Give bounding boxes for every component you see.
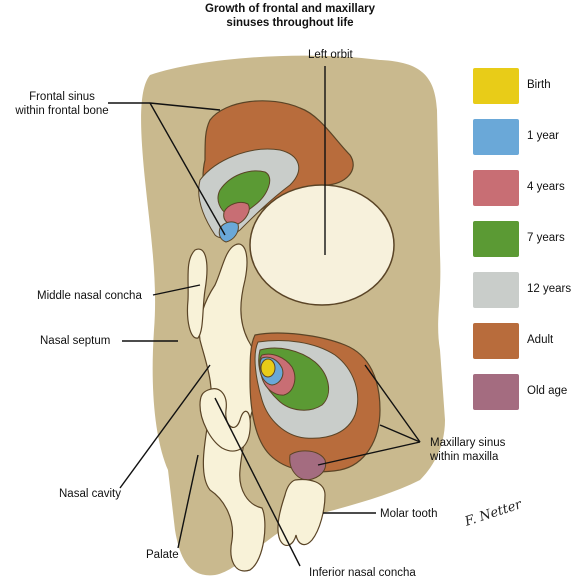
- nasal-cavity-shape: [198, 243, 266, 572]
- legend-label-birth: Birth: [527, 79, 551, 91]
- legend-label-old-age: Old age: [527, 385, 568, 397]
- leader-inferior-concha: [214, 397, 301, 567]
- label-nasal-cavity: Nasal cavity: [59, 488, 121, 500]
- legend-label-12-years: 12 years: [527, 283, 572, 295]
- label-left-orbit: Left orbit: [308, 49, 353, 61]
- legend-label-adult: Adult: [527, 334, 554, 346]
- left-orbit-shape: [249, 184, 395, 306]
- leader-maxillary-1: [364, 364, 421, 443]
- label-middle-nasal-concha: Middle nasal concha: [37, 290, 142, 302]
- title-line-1: Growth of frontal and maxillary: [205, 3, 375, 15]
- maxillary-sinus-old-age: [289, 450, 327, 481]
- label-frontal-sinus: Frontal sinus within frontal bone: [14, 90, 110, 118]
- legend-swatch-4-years: [473, 170, 519, 206]
- label-nasal-septum: Nasal septum: [40, 335, 111, 347]
- legend-label-1-year: 1 year: [527, 130, 559, 142]
- label-palate: Palate: [146, 549, 179, 561]
- label-maxillary-sinus-line-1: Maxillary sinus: [430, 437, 506, 449]
- molar-tooth-shape: [277, 478, 326, 547]
- title-line-2: sinuses throughout life: [226, 17, 354, 29]
- middle-concha-shape: [186, 248, 208, 339]
- label-molar-tooth: Molar tooth: [380, 508, 438, 520]
- frontal-sinus-1y: [218, 221, 239, 243]
- legend-swatch-7-years: [473, 221, 519, 257]
- leader-frontal-sinus-3: [149, 102, 221, 111]
- label-maxillary-sinus: Maxillary sinus within maxilla: [430, 436, 505, 464]
- leader-nasal-cavity: [119, 364, 211, 489]
- label-frontal-sinus-line-1: Frontal sinus: [29, 91, 95, 103]
- legend-swatch-birth: [473, 68, 519, 104]
- legend-swatch-12-years: [473, 272, 519, 308]
- label-frontal-sinus-line-2: within frontal bone: [15, 105, 109, 117]
- legend-label-7-years: 7 years: [527, 232, 565, 244]
- legend-swatch-1-year: [473, 119, 519, 155]
- leader-maxillary-3: [317, 441, 421, 466]
- legend-swatch-adult: [473, 323, 519, 359]
- leader-maxillary-2: [379, 424, 421, 443]
- leader-palate: [177, 454, 199, 549]
- diagram-title: Growth of frontal and maxillary sinuses …: [150, 2, 430, 30]
- legend-label-4-years: 4 years: [527, 181, 565, 193]
- leader-middle-concha: [152, 284, 201, 296]
- maxillary-sinus-birth: [260, 358, 276, 378]
- label-maxillary-sinus-line-2: within maxilla: [430, 451, 499, 463]
- leader-lines: [108, 66, 421, 567]
- legend-swatch-old-age: [473, 374, 519, 410]
- label-inferior-nasal-concha: Inferior nasal concha: [309, 567, 416, 579]
- leader-frontal-sinus-2: [149, 102, 226, 236]
- inferior-concha-shape: [199, 388, 251, 452]
